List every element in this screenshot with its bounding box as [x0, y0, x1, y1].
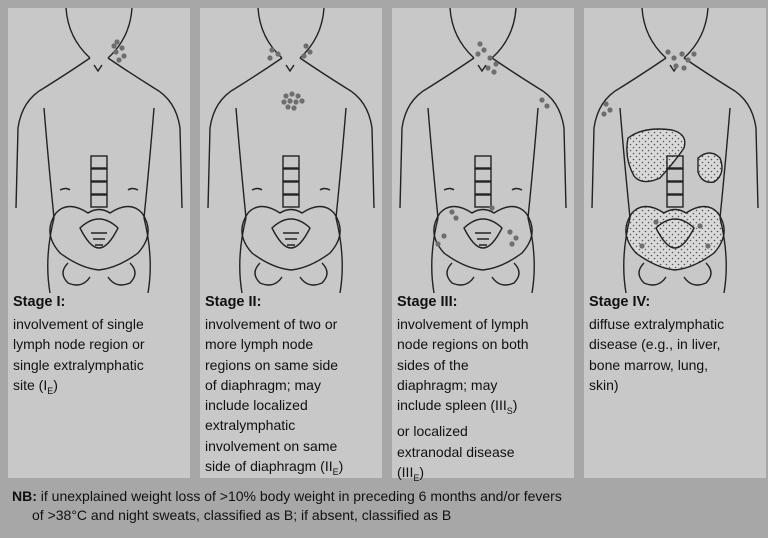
- footnote-line-1: NB: if unexplained weight loss of >10% b…: [12, 487, 762, 506]
- footnote-label: NB:: [12, 488, 37, 504]
- stage-3-body-illustration: [392, 8, 574, 293]
- stage-4-body-illustration: [584, 8, 766, 293]
- stage-2-title: Stage II:: [205, 294, 261, 310]
- stage-4-title: Stage IV:: [589, 294, 650, 310]
- stage-2-description: involvement of two or more lymph node re…: [205, 314, 379, 482]
- stage-1-body-illustration: [8, 8, 190, 293]
- bone-marrow-shading: [626, 207, 724, 271]
- stage-3-description: involvement of lymph node regions on bot…: [397, 314, 571, 488]
- spleen: [698, 153, 722, 182]
- stage-1-description: involvement of single lymph node region …: [13, 314, 187, 401]
- stage-4-panel: Stage IV: diffuse extralymphatic disease…: [584, 8, 766, 478]
- stage-3-title: Stage III:: [397, 294, 457, 310]
- stage-1-panel: Stage I: involvement of single lymph nod…: [8, 8, 190, 478]
- stage-2-body-illustration: [200, 8, 382, 293]
- liver: [627, 129, 685, 182]
- stage-4-description: diffuse extralymphatic disease (e.g., in…: [589, 314, 763, 395]
- stage-2-panel: Stage II: involvement of two or more lym…: [200, 8, 382, 478]
- stage-1-title: Stage I:: [13, 294, 65, 310]
- footnote-line-2: of >38°C and night sweats, classified as…: [12, 506, 762, 525]
- footnote: NB: if unexplained weight loss of >10% b…: [12, 487, 762, 525]
- stage-3-panel: Stage III: involvement of lymph node reg…: [392, 8, 574, 478]
